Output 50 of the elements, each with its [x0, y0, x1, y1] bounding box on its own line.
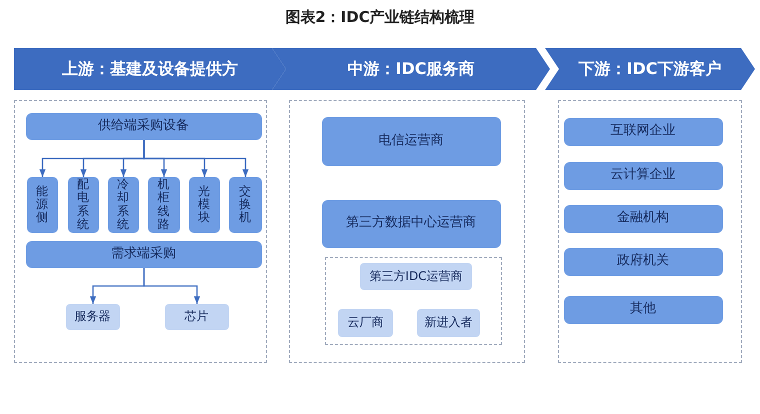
box-label: 芯片: [184, 310, 208, 324]
chart-title: 图表2：IDC产业链结构梳理: [284, 8, 476, 27]
box-label: 服务器: [74, 310, 110, 324]
box-label: 第三方IDC运营商: [369, 270, 463, 284]
category-box: [564, 296, 722, 324]
category-box: [188, 176, 220, 232]
category-box: [26, 240, 262, 268]
box-label: 能源侧: [36, 184, 48, 224]
item-box: [338, 309, 393, 337]
box-label: 冷却系统: [117, 178, 129, 231]
category-box: [564, 248, 722, 276]
category-box: [228, 176, 262, 232]
box-label: 云计算企业: [610, 168, 676, 183]
arrow: [143, 140, 249, 177]
dashed-panel: [289, 100, 525, 363]
category-box: [564, 118, 722, 146]
category-box: [148, 176, 180, 232]
category-box: [26, 112, 262, 140]
box-label: 第三方数据中心运营商: [346, 216, 476, 231]
box-label: 供给端采购设备: [98, 118, 189, 134]
arrow: [143, 268, 200, 304]
category-box: [108, 176, 138, 232]
box-label: 机柜线路: [158, 178, 170, 231]
box-label: 光模块: [198, 184, 210, 224]
box-label: 政府机关: [617, 254, 669, 269]
category-box: [68, 176, 98, 232]
category-box: [322, 200, 500, 248]
section-heading: 上游：基建及设备提供方: [62, 60, 238, 78]
box-label: 需求端采购: [111, 246, 176, 262]
item-box: [66, 304, 120, 330]
item-box: [417, 309, 480, 337]
box-label: 电信运营商: [378, 134, 444, 148]
dashed-panel: [324, 256, 502, 344]
box-label: 配电系统: [77, 178, 89, 231]
category-box: [322, 116, 500, 166]
dashed-panel: [14, 100, 267, 363]
box-label: 其他: [630, 302, 656, 317]
box-label: 云厂商: [348, 316, 384, 330]
box-label: 互联网企业: [610, 124, 676, 139]
box-label: 新进入者: [424, 316, 472, 330]
box-label: 交换机: [239, 184, 251, 224]
section-heading: 下游：IDC下游客户: [578, 60, 722, 78]
section-heading: 中游：IDC服务商: [348, 60, 474, 78]
item-box: [164, 304, 228, 330]
category-box: [564, 162, 722, 190]
box-label: 金融机构: [617, 211, 669, 226]
dashed-panel: [558, 100, 742, 363]
category-box: [26, 176, 58, 232]
category-box: [564, 204, 722, 232]
item-box: [360, 263, 472, 290]
